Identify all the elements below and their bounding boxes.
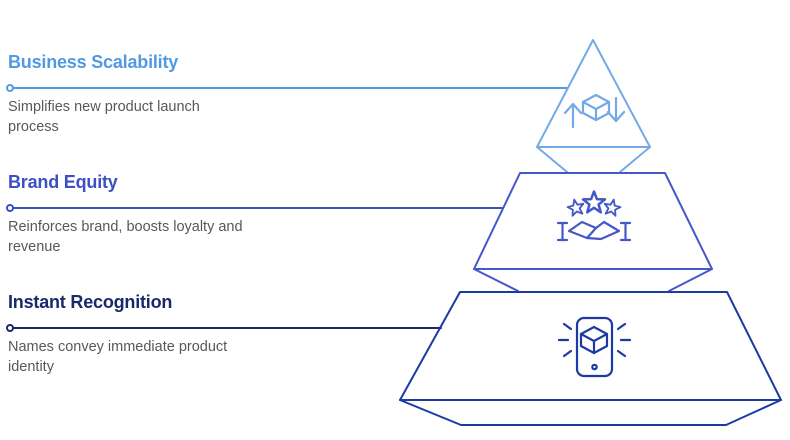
level-label-brand-equity: Brand Equity Reinforces brand, boosts lo… bbox=[8, 171, 278, 257]
level-description: Reinforces brand, boosts loyalty and rev… bbox=[8, 219, 243, 255]
connector-dot bbox=[6, 204, 14, 212]
pyramid-level-bottom bbox=[399, 291, 782, 426]
level-description: Names convey immediate product identity bbox=[8, 339, 228, 375]
pyramid-level-middle bbox=[473, 172, 713, 292]
level-title: Business Scalability bbox=[8, 52, 179, 72]
level-description: Simplifies new product launch process bbox=[8, 99, 200, 135]
pyramid-level-top bbox=[536, 39, 651, 173]
stars-handshake-icon bbox=[556, 190, 632, 242]
connector-dot bbox=[6, 84, 14, 92]
level-title: Brand Equity bbox=[8, 172, 118, 192]
connector-dot bbox=[6, 324, 14, 332]
connector-instant-recognition bbox=[6, 324, 442, 332]
connector-brand-equity bbox=[6, 204, 503, 212]
level-title: Instant Recognition bbox=[8, 292, 173, 312]
level-label-instant-recognition: Instant Recognition Names convey immedia… bbox=[8, 291, 278, 377]
connector-business-scalability bbox=[6, 84, 568, 92]
cube-sync-arrows-icon bbox=[563, 93, 626, 129]
phone-product-icon bbox=[557, 316, 632, 378]
level-label-business-scalability: Business Scalability Simplifies new prod… bbox=[8, 51, 278, 137]
